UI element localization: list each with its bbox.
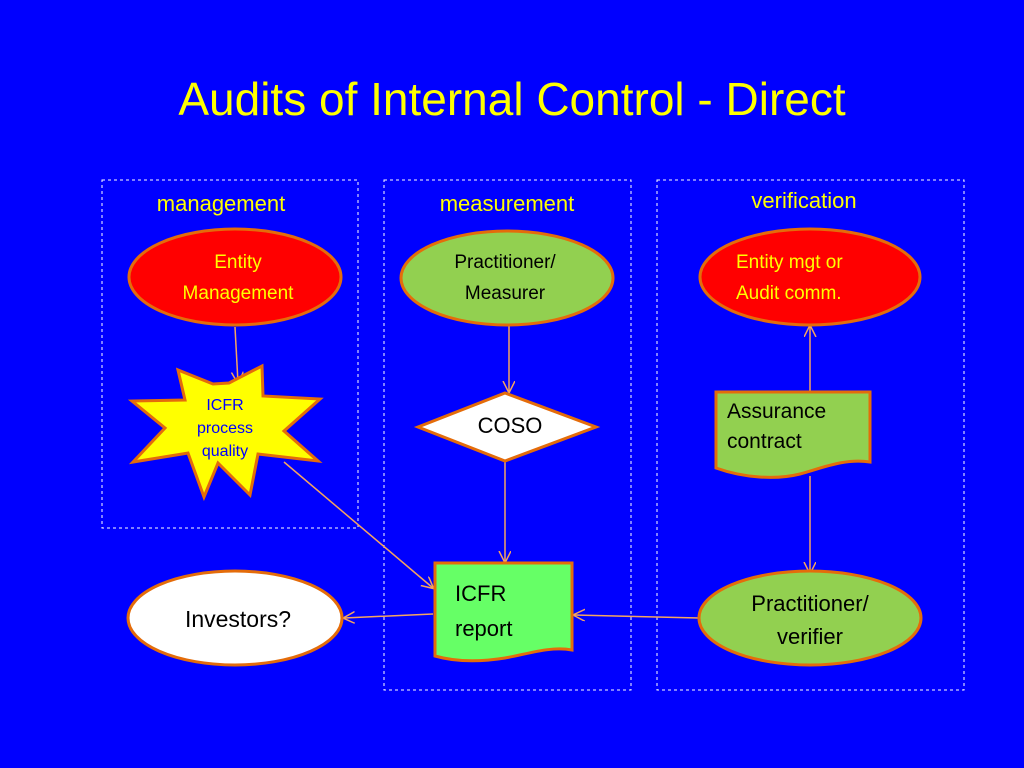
practitioner-verifier-line-2: verifier <box>777 624 843 649</box>
coso-node: COSO <box>413 391 601 463</box>
measurement-column-label: measurement <box>440 191 575 216</box>
icfr-process-line-3: quality <box>202 443 248 460</box>
arrow-report-to-investors <box>344 614 434 618</box>
entity-management-line-1: Entity <box>214 252 262 273</box>
arrow-entity-to-icfr-process <box>235 326 238 383</box>
icfr-report-node: ICFR report <box>433 561 574 663</box>
icfr-process-line-2: process <box>197 420 253 437</box>
slide-title: Audits of Internal Control - Direct <box>178 73 846 125</box>
arrow-process-to-report <box>283 461 433 588</box>
assurance-contract-line-1: Assurance <box>727 400 826 423</box>
investors-label: Investors? <box>185 606 291 632</box>
investors-node: Investors? <box>126 569 344 667</box>
practitioner-measurer-node: Practitioner/ Measurer <box>399 229 615 327</box>
icfr-process-quality-node: ICFR process quality <box>127 363 324 502</box>
assurance-contract-line-2: contract <box>727 430 802 453</box>
verification-column-label: verification <box>751 188 856 213</box>
coso-label: COSO <box>478 413 543 438</box>
practitioner-verifier-node: Practitioner/ verifier <box>697 569 923 667</box>
assurance-contract-node: Assurance contract <box>714 390 872 479</box>
icfr-process-line-1: ICFR <box>206 397 243 414</box>
entity-mgt-audit-comm-node: Entity mgt or Audit comm. <box>698 227 922 327</box>
practitioner-measurer-line-1: Practitioner/ <box>454 252 556 273</box>
entity-management-line-2: Management <box>183 283 295 304</box>
entity-mgt-audit-line-2: Audit comm. <box>736 283 842 304</box>
icfr-report-line-1: ICFR <box>455 581 506 606</box>
icfr-report-line-2: report <box>455 616 512 641</box>
entity-mgt-audit-line-1: Entity mgt or <box>736 252 843 273</box>
entity-management-node: Entity Management <box>127 227 343 327</box>
practitioner-verifier-line-1: Practitioner/ <box>751 591 869 616</box>
arrow-verifier-to-report <box>574 615 700 618</box>
practitioner-measurer-line-2: Measurer <box>465 283 546 304</box>
management-column-label: management <box>157 191 285 216</box>
management-column-frame <box>101 179 359 529</box>
